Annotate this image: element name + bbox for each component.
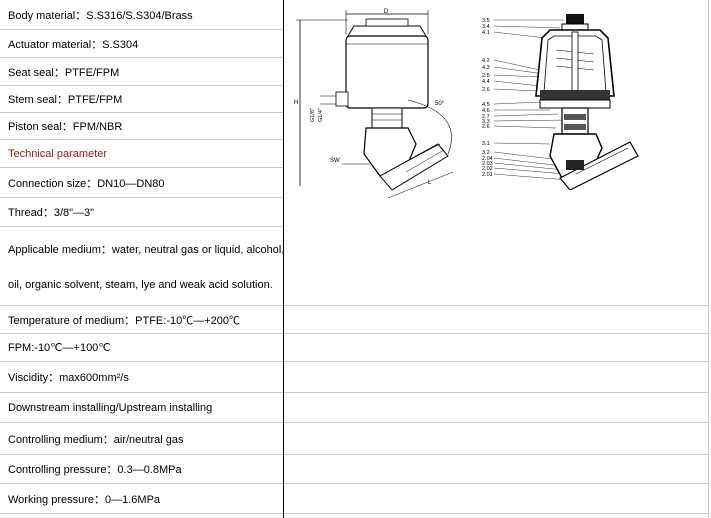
length-label: L <box>428 180 432 186</box>
callout-label: 3.3 <box>482 119 490 125</box>
callout-label: 4.3 <box>482 65 490 71</box>
grid-cell <box>284 306 708 334</box>
spec-row-viscidity: Viscidity：max600mm²/s <box>0 362 283 393</box>
grid-cell <box>284 393 708 423</box>
callout-label: 3.2 <box>482 150 490 156</box>
spec-row-body-material: Body material：S.S316/S.S304/Brass <box>0 0 283 30</box>
spec-row-actuator-material: Actuator material：S.S304 <box>0 30 283 58</box>
spec-text-line2: oil, organic solvent, steam, lye and wea… <box>8 279 273 291</box>
spec-text: Controlling medium：air/neutral gas <box>8 433 184 446</box>
grid-cell <box>284 455 708 484</box>
spec-row-controlling-medium: Controlling medium：air/neutral gas <box>0 423 283 455</box>
spec-row-piston-seal: Piston seal：FPM/NBR <box>0 113 283 140</box>
grid-cell <box>284 334 708 362</box>
callout-label: 4.4 <box>482 79 490 85</box>
valve-dimension-drawing: D H G1/8" G1/4" 50° SW L <box>294 9 454 199</box>
dim-label-h: H <box>294 100 298 106</box>
spec-text: Piston seal：FPM/NBR <box>8 121 123 133</box>
spec-text: FPM:-10℃—+100℃ <box>8 342 111 354</box>
callout-label: 4.1 <box>482 30 490 36</box>
callout-label: 2.03 <box>482 161 493 167</box>
column-divider <box>283 0 284 518</box>
grid-cell <box>284 0 708 306</box>
spec-row-seat-seal: Seat seal：PTFE/FPM <box>0 58 283 86</box>
callout-label: 3.1 <box>482 141 490 147</box>
dim-label-d: D <box>384 9 389 15</box>
spec-text: Connection size：DN10—DN80 <box>8 177 165 190</box>
spec-row-thread: Thread：3/8"—3" <box>0 198 283 227</box>
spec-text: Working pressure：0—1.6MPa <box>8 493 161 506</box>
spec-row-applicable-medium: Applicable medium：water, neutral gas or … <box>0 227 285 306</box>
section-heading-text: Technical parameter <box>8 147 108 160</box>
sw-label: SW <box>330 158 340 164</box>
callout-label: 2.04 <box>482 156 493 162</box>
spec-row-temperature: Temperature of medium：PTFE:-10℃—+200℃ <box>0 306 283 334</box>
callout-label: 2.7 <box>482 114 490 120</box>
valve-section-drawing: 3.5 3.4 4.1 4.2 4.3 2.5 4.4 2.6 4.5 4.6 … <box>482 14 639 190</box>
spec-row-fpm-temperature: FPM:-10℃—+100℃ <box>0 334 283 362</box>
table-right-edge <box>708 0 709 518</box>
spec-text: Seat seal：PTFE/FPM <box>8 66 120 79</box>
callout-label: 2.02 <box>482 166 493 172</box>
spec-row-connection-size: Connection size：DN10—DN80 <box>0 168 283 198</box>
spec-row-controlling-pressure: Controlling pressure：0.3—0.8MPa <box>0 455 283 484</box>
port-label-g1: G1/8" <box>310 108 316 122</box>
spec-text: Actuator material：S.S304 <box>8 38 139 51</box>
spec-text-line1: Applicable medium：water, neutral gas or … <box>8 244 285 256</box>
grid-cell <box>284 423 708 455</box>
spec-text: Viscidity：max600mm²/s <box>8 372 129 384</box>
callout-label: 2.6 <box>482 87 490 93</box>
callout-label: 4.2 <box>482 58 490 64</box>
spec-text: Thread：3/8"—3" <box>8 207 95 219</box>
spec-text: Body material：S.S316/S.S304/Brass <box>8 9 193 22</box>
spec-text: Downstream installing/Upstream installin… <box>8 401 213 414</box>
callout-label: 3.5 <box>482 18 490 24</box>
grid-cell <box>284 362 708 393</box>
port-label-g2: G1/4" <box>318 108 324 122</box>
angle-label: 50° <box>435 101 445 107</box>
section-heading-technical-parameter: Technical parameter <box>0 140 283 168</box>
callout-label: 4.5 <box>482 102 490 108</box>
grid-cell <box>284 484 708 514</box>
spec-row-stem-seal: Stem seal：PTFE/FPM <box>0 86 283 113</box>
spec-row-installing: Downstream installing/Upstream installin… <box>0 393 283 423</box>
spec-text: Stem seal：PTFE/FPM <box>8 94 123 106</box>
callout-label: 3.4 <box>482 24 490 30</box>
spec-text: Controlling pressure：0.3—0.8MPa <box>8 464 182 476</box>
callout-label: 2.01 <box>482 172 493 178</box>
callout-label: 4.6 <box>482 108 490 114</box>
spec-row-working-pressure: Working pressure：0—1.6MPa <box>0 484 283 514</box>
spec-text: Temperature of medium：PTFE:-10℃—+200℃ <box>8 314 241 327</box>
callout-label: 2.5 <box>482 73 490 79</box>
callout-label: 2.6 <box>482 124 490 130</box>
